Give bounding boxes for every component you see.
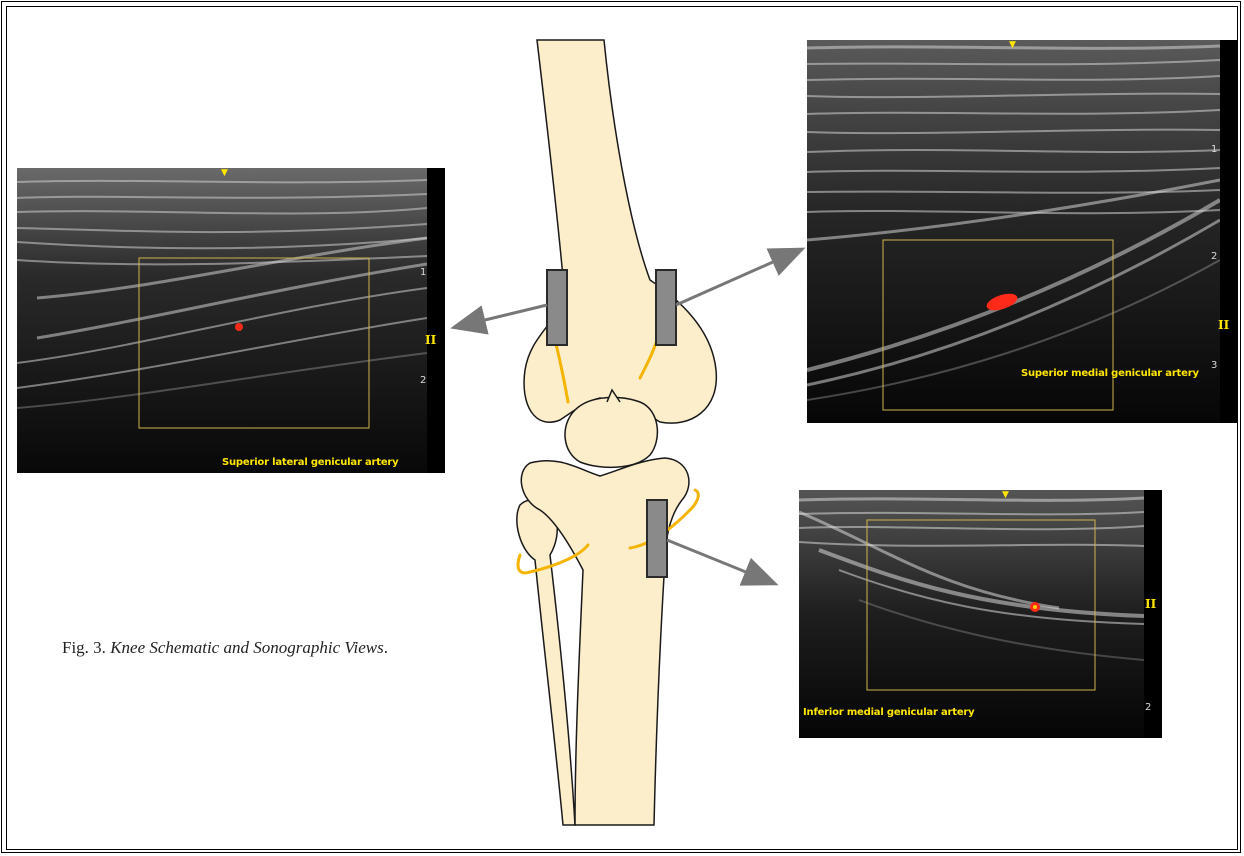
figure-number: Fig. 3.: [62, 638, 106, 657]
arrow-to-inferior-medial: [667, 540, 773, 583]
arrow-to-superior-medial: [676, 250, 800, 305]
patella-bone: [565, 397, 657, 467]
probe-superior-lateral: [547, 270, 567, 345]
probe-superior-medial: [656, 270, 676, 345]
figure-caption-period: .: [384, 638, 388, 657]
figure-caption: Fig. 3. Knee Schematic and Sonographic V…: [62, 637, 462, 658]
femur-bone: [524, 40, 716, 423]
probe-inferior-medial: [647, 500, 667, 577]
fibula-bone: [517, 500, 575, 825]
figure-title: Knee Schematic and Sonographic Views: [110, 638, 384, 657]
arrow-to-superior-lateral: [456, 305, 547, 327]
